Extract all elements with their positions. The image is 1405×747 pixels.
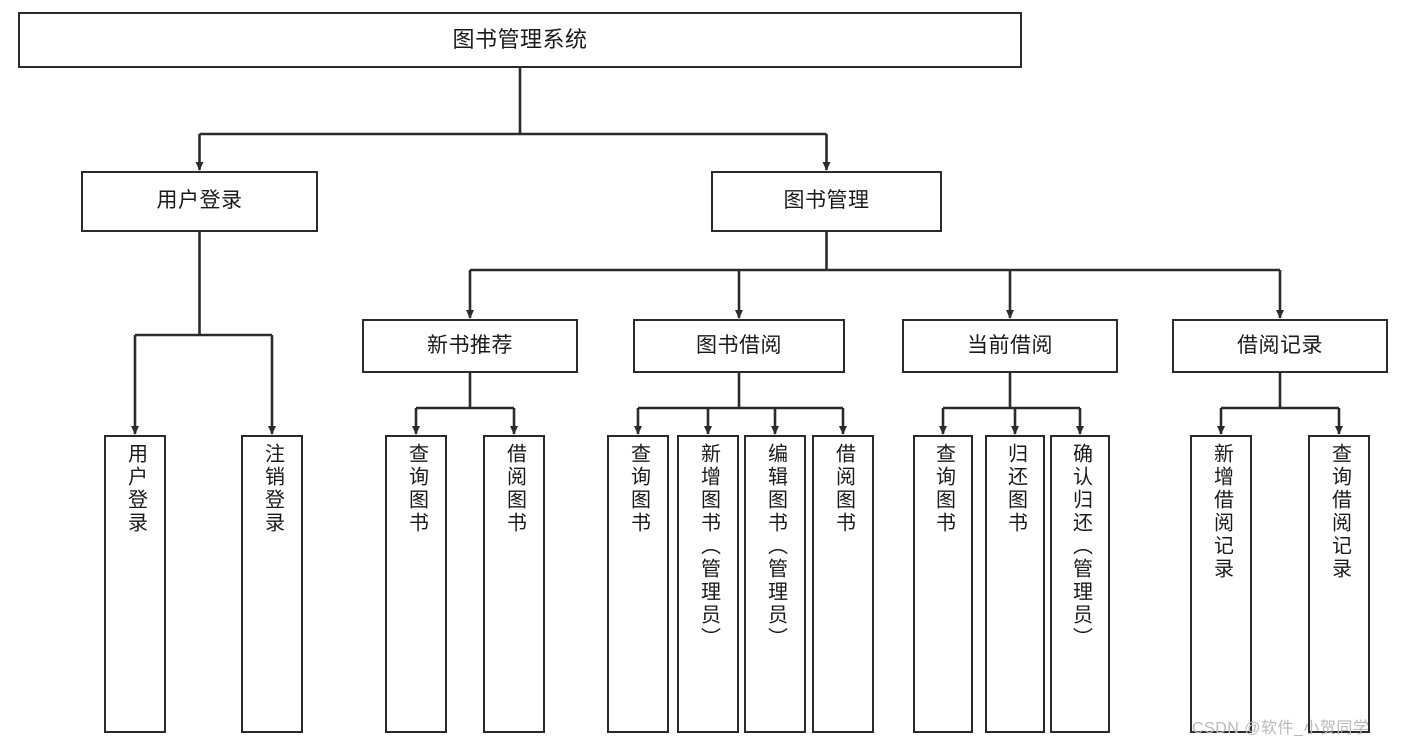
- node-label: 当前借阅: [967, 333, 1053, 357]
- node-leaf-add-borrow-record[interactable]: 新增借阅记录: [1190, 435, 1252, 733]
- node-leaf-user-login[interactable]: 用户登录: [104, 435, 166, 733]
- node-leaf-return-book[interactable]: 归还图书: [985, 435, 1045, 733]
- node-label: 图书管理: [783, 189, 870, 213]
- node-label: 借阅图书: [832, 443, 855, 535]
- csdn-watermark: CSDN @软件_小贺同学: [1192, 720, 1370, 737]
- node-label: 编辑图书（管理员）: [764, 443, 787, 650]
- node-label: 查询图书: [627, 443, 650, 535]
- node-label: 用户登录: [156, 189, 243, 213]
- node-label: 注销登录: [261, 443, 284, 535]
- node-label: 查询借阅记录: [1328, 443, 1351, 581]
- node-label: 图书管理系统: [452, 27, 588, 53]
- node-leaf-query-book-borrow[interactable]: 查询图书: [607, 435, 669, 733]
- node-label: 新增借阅记录: [1210, 443, 1233, 581]
- node-user-login[interactable]: 用户登录: [81, 171, 318, 232]
- node-leaf-query-borrow-record[interactable]: 查询借阅记录: [1308, 435, 1370, 733]
- node-leaf-edit-book-admin[interactable]: 编辑图书（管理员）: [744, 435, 806, 733]
- node-label: 查询图书: [932, 443, 955, 535]
- node-label: 借阅记录: [1237, 333, 1323, 357]
- node-label: 新书推荐: [427, 333, 513, 357]
- node-leaf-add-book-admin[interactable]: 新增图书（管理员）: [677, 435, 739, 733]
- node-book-borrow[interactable]: 图书借阅: [633, 319, 845, 373]
- node-label: 确认归还（管理员）: [1069, 443, 1092, 650]
- node-label: 归还图书: [1004, 443, 1027, 535]
- node-label: 查询图书: [405, 443, 428, 535]
- node-borrow-record[interactable]: 借阅记录: [1172, 319, 1388, 373]
- node-label: 用户登录: [124, 443, 147, 535]
- node-leaf-borrow-book[interactable]: 借阅图书: [812, 435, 874, 733]
- node-leaf-confirm-return-admin[interactable]: 确认归还（管理员）: [1050, 435, 1110, 733]
- node-label: 借阅图书: [503, 443, 526, 535]
- node-leaf-query-book-current[interactable]: 查询图书: [913, 435, 973, 733]
- node-book-management[interactable]: 图书管理: [711, 171, 942, 232]
- node-label: 新增图书（管理员）: [697, 443, 720, 650]
- node-leaf-query-book-rec[interactable]: 查询图书: [385, 435, 447, 733]
- node-current-borrow[interactable]: 当前借阅: [902, 319, 1118, 373]
- node-root[interactable]: 图书管理系统: [18, 12, 1022, 68]
- node-new-book-recommend[interactable]: 新书推荐: [362, 319, 578, 373]
- node-label: 图书借阅: [696, 333, 782, 357]
- node-leaf-borrow-book-rec[interactable]: 借阅图书: [483, 435, 545, 733]
- node-leaf-user-logout[interactable]: 注销登录: [241, 435, 303, 733]
